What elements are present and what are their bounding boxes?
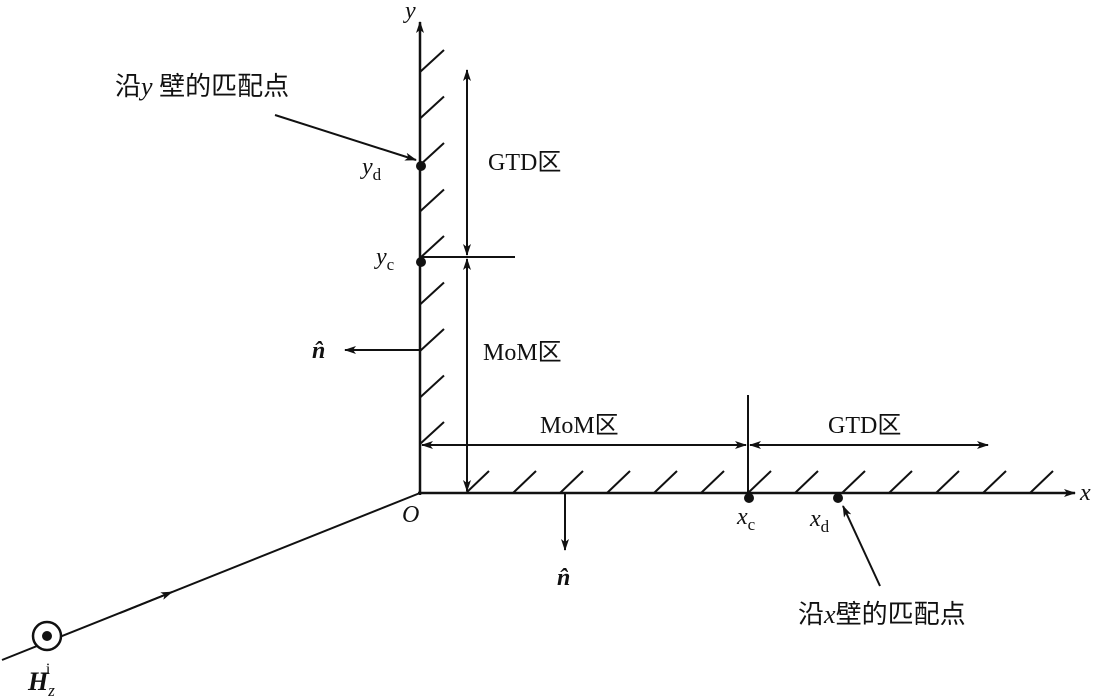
x-mom-label: MoM区	[540, 413, 619, 439]
hatch-mark	[419, 421, 445, 445]
hatch-mark	[419, 95, 445, 120]
hatch-mark	[888, 470, 913, 494]
hatch-mark	[419, 142, 445, 166]
hatch-mark	[419, 188, 445, 213]
field-dot	[42, 631, 52, 641]
incident-wave-arrow	[119, 591, 173, 614]
point-yd	[416, 161, 426, 171]
y-mom-label: MoM区	[483, 340, 562, 366]
hatch-mark	[1029, 470, 1054, 494]
xd-label: xd	[809, 506, 830, 536]
hatch-mark	[419, 328, 445, 352]
y-wall-pointer-arrow	[274, 114, 417, 161]
origin-label: O	[402, 502, 419, 528]
hatch-mark	[653, 470, 678, 494]
x-gtd-label: GTD区	[828, 413, 901, 439]
hatch-mark	[794, 470, 819, 494]
hatch-mark	[419, 49, 445, 73]
x-axis-label: x	[1079, 480, 1091, 506]
hatch-mark	[982, 470, 1007, 494]
hatch-mark	[935, 470, 960, 494]
y-gtd-label: GTD区	[488, 150, 561, 176]
hatch-mark	[465, 470, 490, 494]
y-axis-label: y	[403, 0, 416, 24]
point-xd	[833, 493, 843, 503]
hatch-mark	[606, 470, 631, 494]
hatch-mark	[419, 235, 445, 259]
yc-label: yc	[374, 244, 395, 274]
hatch-mark	[559, 470, 584, 494]
hatch-mark	[419, 374, 445, 399]
hatch-mark	[841, 470, 866, 494]
hatch-mark	[700, 470, 725, 494]
x-wall-pointer-arrow	[842, 505, 881, 587]
incident-field-label: Hzi	[27, 661, 55, 696]
point-yc	[416, 257, 426, 267]
x-wall-match-label: 沿x壁的匹配点	[798, 600, 966, 629]
y-wall-match-label: 沿y 壁的匹配点	[115, 72, 289, 101]
y-wall-normal-label: n̂	[312, 338, 325, 364]
y-wall-hatching	[419, 49, 445, 445]
point-xc	[744, 493, 754, 503]
hatch-mark	[747, 470, 772, 494]
x-wall-hatching	[465, 470, 1054, 494]
incident-wave-line	[1, 492, 421, 661]
x-wall-normal-label: n̂	[557, 565, 570, 591]
xc-label: xc	[736, 504, 756, 534]
hatch-mark	[512, 470, 537, 494]
hatch-mark	[419, 281, 445, 306]
yd-label: yd	[360, 154, 382, 184]
